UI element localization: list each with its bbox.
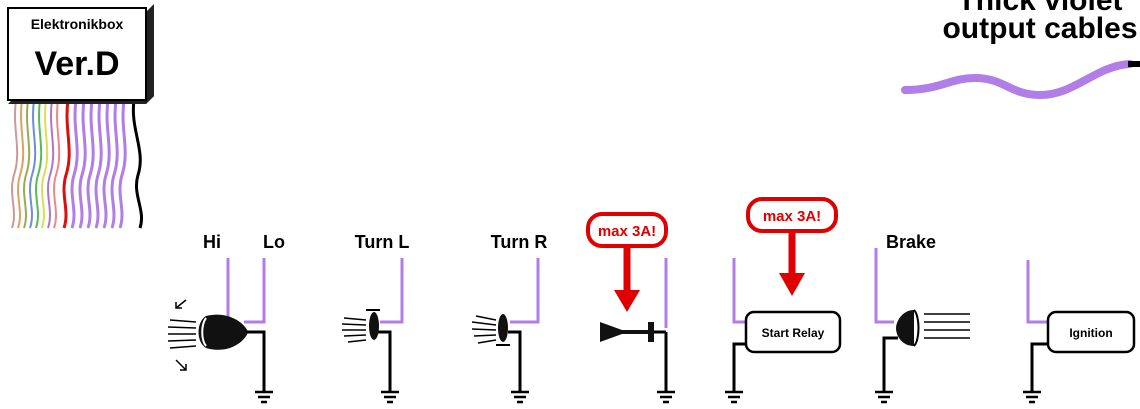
start-relay-label: Start Relay bbox=[762, 326, 825, 340]
turn-signal-left-icon bbox=[341, 309, 380, 343]
horn-warning: max 3A! bbox=[586, 212, 668, 312]
ignition-box bbox=[1046, 310, 1136, 354]
violet-cable-sample bbox=[901, 60, 1134, 100]
brake-light-icon bbox=[896, 309, 970, 347]
start-relay-warning-text: max 3A! bbox=[763, 208, 821, 225]
ground-icon bbox=[511, 390, 529, 404]
brake-circuit bbox=[874, 248, 970, 404]
elektronikbox-version: Ver.D bbox=[34, 45, 119, 83]
ground-icon bbox=[381, 390, 399, 404]
elektronikbox: Elektronikbox Ver.D bbox=[7, 4, 154, 229]
legend: Thick violet output cables bbox=[901, 0, 1140, 100]
start-relay-circuit: max 3A! Start Relay bbox=[725, 197, 842, 404]
elektronikbox-title: Elektronikbox bbox=[31, 16, 124, 32]
horn-icon bbox=[600, 322, 654, 342]
horn-warning-text: max 3A! bbox=[598, 223, 656, 240]
legend-line1: Thick violet bbox=[957, 0, 1122, 17]
turn-left-circuit bbox=[341, 258, 404, 404]
headlight-icon bbox=[167, 299, 248, 371]
turn-right-circuit bbox=[471, 258, 540, 404]
label-lo: Lo bbox=[263, 232, 285, 252]
ground-icon bbox=[875, 390, 893, 404]
start-relay-box bbox=[744, 310, 842, 354]
horn-circuit: max 3A! bbox=[586, 212, 675, 404]
legend-line2: output cables bbox=[942, 12, 1137, 45]
box-wires bbox=[11, 99, 143, 229]
label-hi: Hi bbox=[203, 232, 221, 252]
label-turn-r: Turn R bbox=[491, 232, 548, 252]
ignition-circuit: Ignition bbox=[1023, 260, 1136, 404]
ground-icon bbox=[255, 390, 273, 404]
elektronikbox-frame bbox=[7, 7, 147, 101]
ground-icon bbox=[1023, 390, 1041, 404]
label-turn-l: Turn L bbox=[355, 232, 410, 252]
start-relay-warning: max 3A! bbox=[746, 197, 838, 296]
turn-signal-right-icon bbox=[471, 314, 510, 346]
label-brake: Brake bbox=[886, 232, 936, 252]
headlight-circuit bbox=[167, 258, 273, 404]
ignition-label: Ignition bbox=[1069, 326, 1112, 340]
ground-icon bbox=[725, 390, 743, 404]
ground-icon bbox=[657, 390, 675, 404]
